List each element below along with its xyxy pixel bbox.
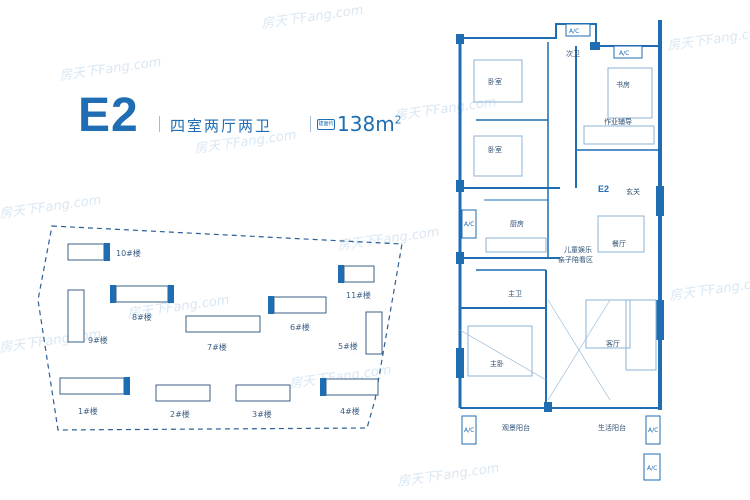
building-label: 4#楼 — [340, 406, 360, 416]
area-unit: m — [375, 112, 395, 136]
area-tag: 建面约 — [317, 119, 335, 130]
building-label: 1#楼 — [78, 406, 98, 416]
room-label-dining: 餐厅 — [612, 239, 626, 248]
building-2: 2#楼 — [155, 384, 211, 419]
ac-label: A/C — [464, 221, 474, 228]
room-label-service-balcony: 生活阳台 — [598, 423, 626, 432]
building-label: 10#楼 — [116, 248, 141, 258]
room-label-kids-area-2: 亲子陪看区 — [558, 255, 593, 264]
building-label: 7#楼 — [207, 342, 227, 352]
ac-label: A/C — [647, 465, 657, 472]
building-10: 10#楼 — [67, 243, 141, 261]
ac-label: A/C — [569, 28, 579, 35]
building-label: 2#楼 — [170, 409, 190, 419]
wall-posts — [456, 34, 664, 412]
unit-name: E2 — [78, 89, 139, 142]
area-value: 138m2 — [337, 112, 402, 136]
ac-unit — [613, 45, 643, 59]
title-divider — [159, 116, 160, 132]
building-5: 5#楼 — [338, 311, 383, 355]
room-label-view-balcony: 观景阳台 — [502, 423, 530, 432]
ac-label: A/C — [619, 50, 629, 57]
room-label-kids-area: 儿童娱乐 — [564, 245, 592, 254]
room-label-work-aux: 作业辅导 — [604, 117, 632, 126]
ac-unit — [645, 415, 661, 445]
building-label: 6#楼 — [290, 322, 310, 332]
building-11: 11#楼 — [338, 265, 375, 300]
ac-unit — [643, 453, 661, 481]
ac-unit — [461, 209, 477, 239]
room-label-kitchen: 厨房 — [510, 219, 524, 228]
room-label-master-bath: 主卫 — [508, 289, 522, 298]
unit-type: 四室两厅两卫 — [170, 117, 273, 135]
room-label-living: 客厅 — [606, 339, 620, 348]
building-label: 5#楼 — [338, 341, 358, 351]
building-4: 4#楼 — [320, 378, 379, 416]
area-unit-sup: 2 — [394, 113, 402, 127]
title-divider-2 — [310, 116, 311, 132]
building-label: 8#楼 — [132, 312, 152, 322]
building-3: 3#楼 — [235, 384, 291, 419]
ac-units — [461, 23, 661, 481]
building-9: 9#楼 — [67, 289, 108, 345]
ac-unit — [565, 23, 591, 37]
room-label-bedroom: 卧室 — [488, 145, 502, 154]
ac-unit — [461, 415, 477, 445]
building-label: 3#楼 — [252, 409, 272, 419]
room-labels: 卧室 卧室 书房 作业辅导 次卫 玄关 厨房 餐厅 儿童娱乐 亲子陪看区 主卫 … — [488, 49, 640, 432]
building-label: 9#楼 — [88, 335, 108, 345]
building-7: 7#楼 — [185, 315, 261, 352]
ac-label: A/C — [464, 427, 474, 434]
ac-label: A/C — [648, 427, 658, 434]
room-label-entrance: 玄关 — [626, 187, 640, 196]
room-label-second-bath: 次卫 — [566, 49, 580, 58]
area-number: 138 — [337, 112, 376, 136]
furniture — [467, 59, 657, 377]
building-1: 1#楼 — [59, 377, 130, 416]
room-label-master-bed: 主卧 — [490, 359, 504, 368]
building-6: 6#楼 — [268, 296, 327, 332]
building-8: 8#楼 — [110, 285, 174, 322]
room-label-bedroom: 卧室 — [488, 77, 502, 86]
floor-plan-unit-label: E2 — [598, 184, 609, 194]
building-label: 11#楼 — [346, 290, 371, 300]
room-label-study: 书房 — [616, 80, 630, 89]
sight-lines — [459, 299, 611, 401]
